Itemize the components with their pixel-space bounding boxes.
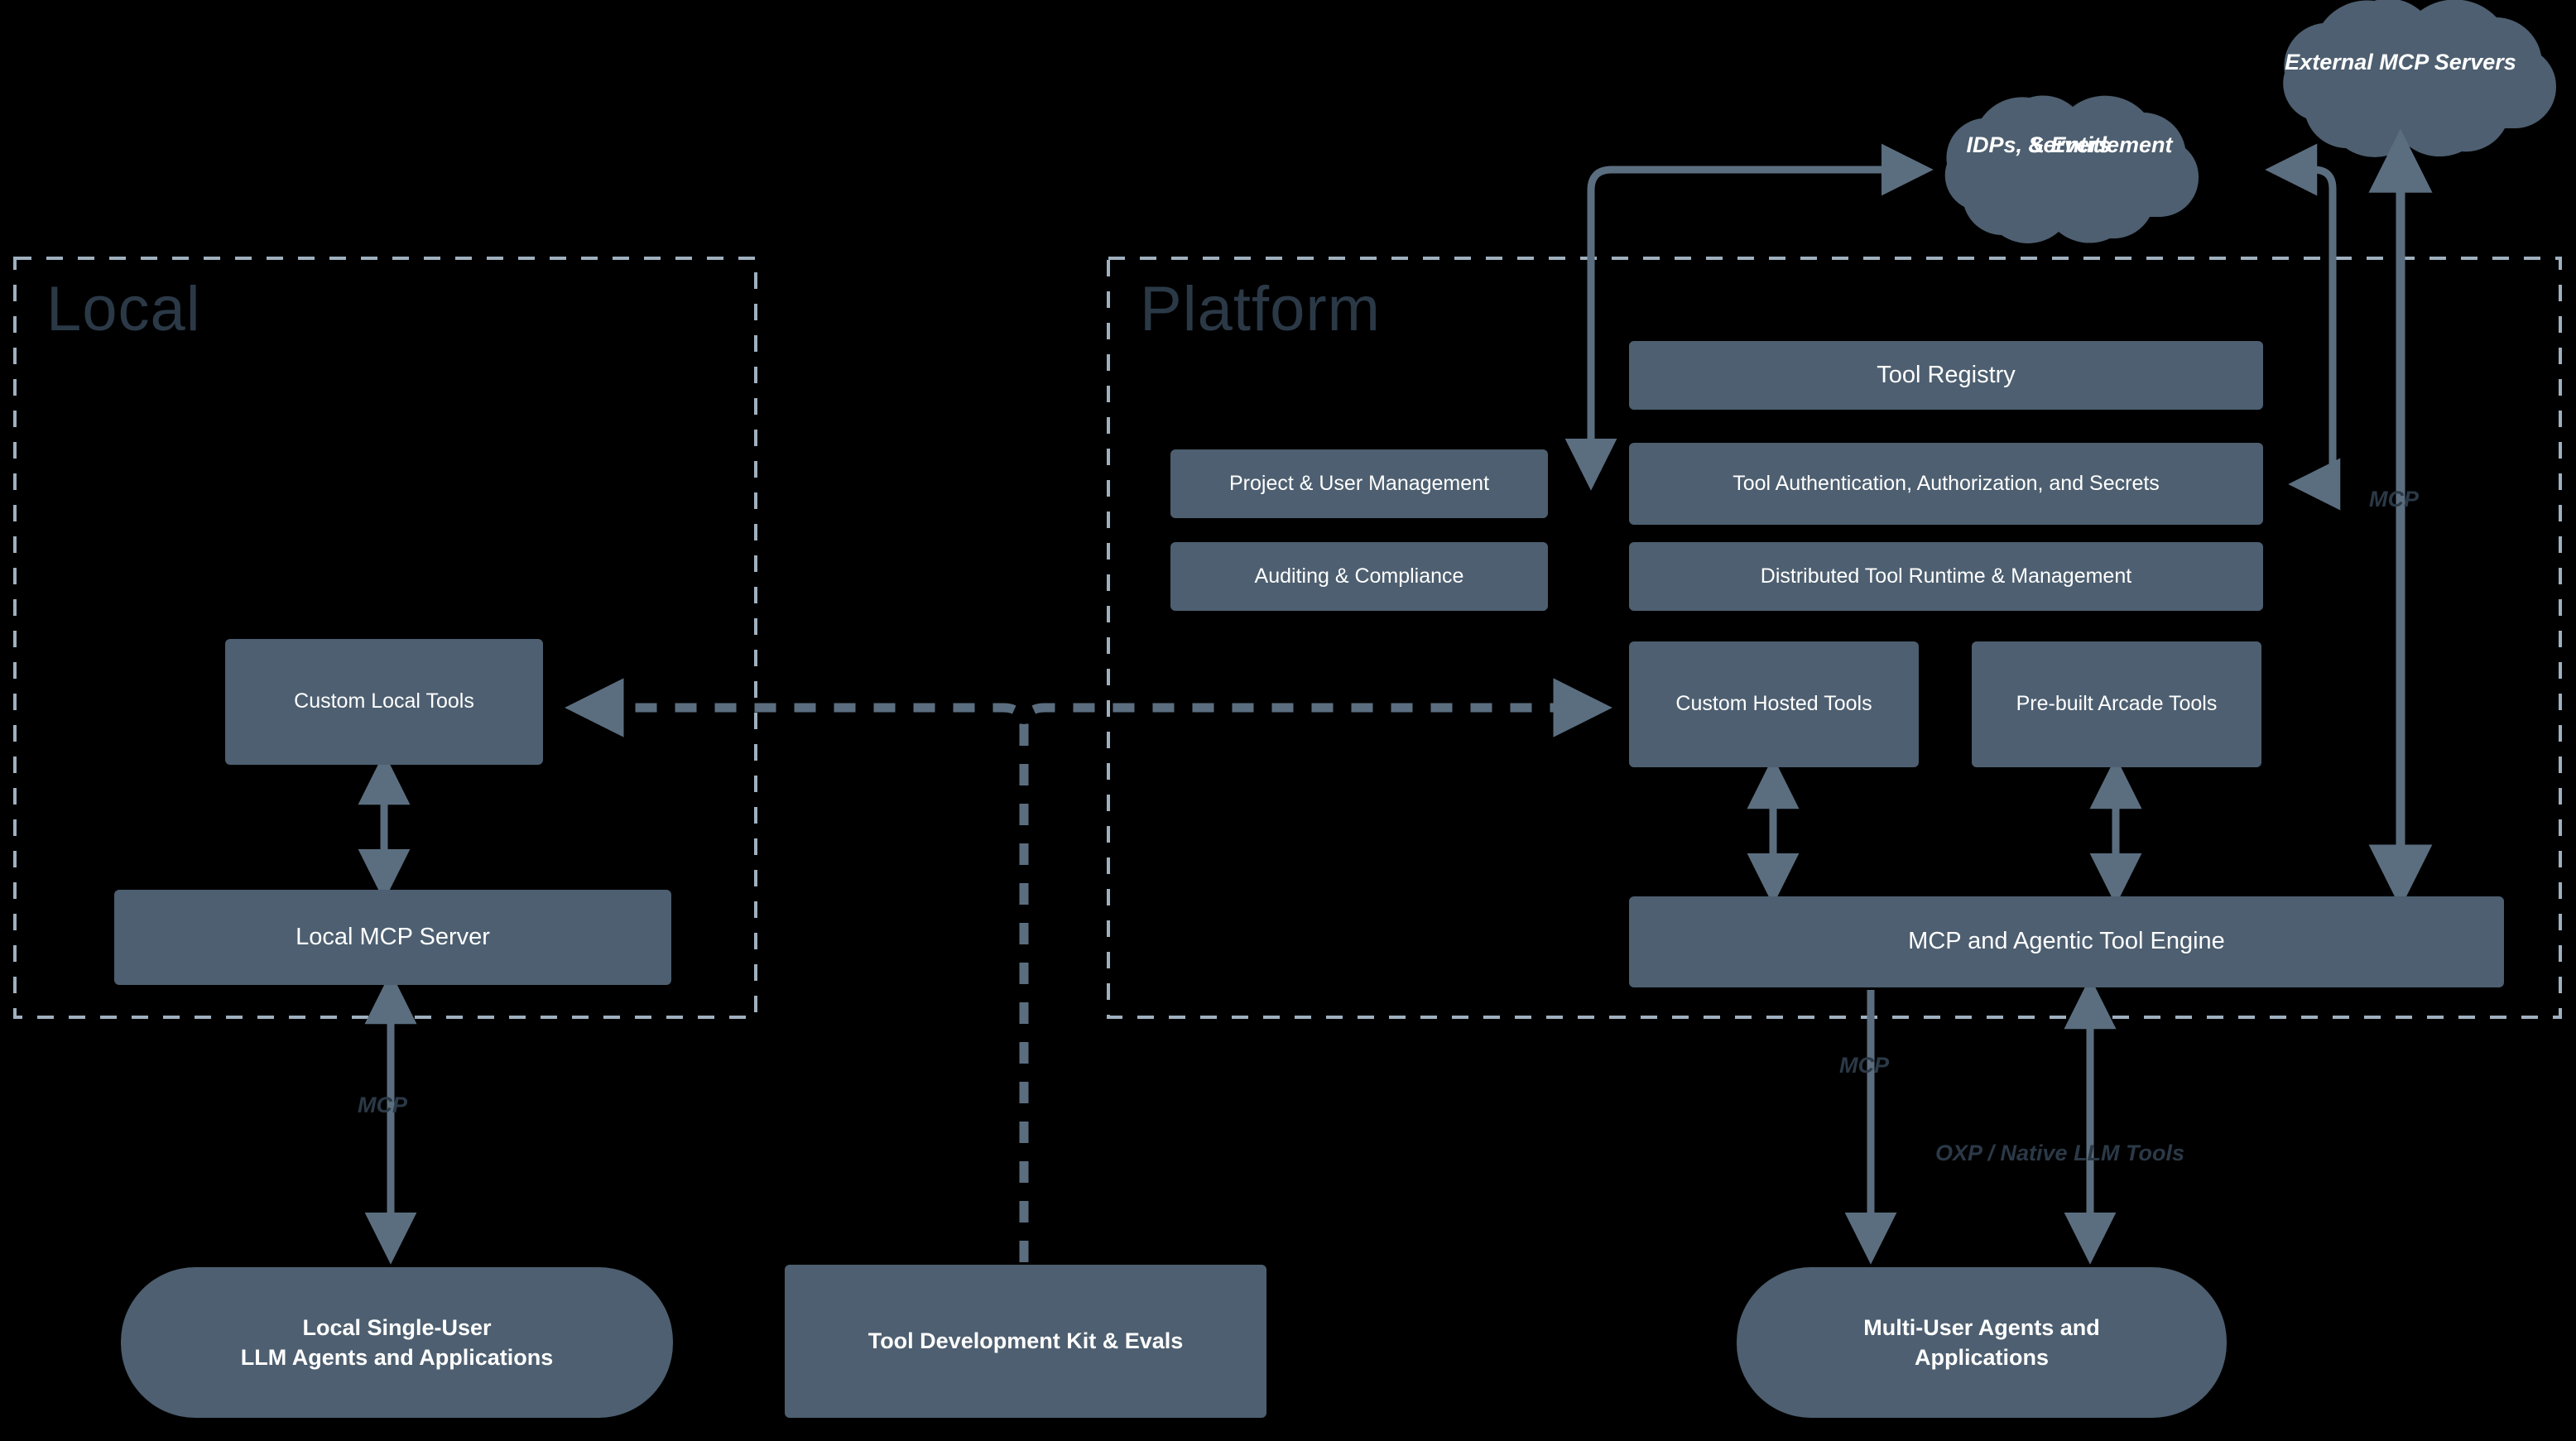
edge-tdk-to-custom-hosted-tools [1019, 678, 1612, 1262]
edge-label-mcp-external: MCP [2369, 487, 2419, 512]
node-label-project-user-management: Project & User Management [1228, 471, 1490, 495]
node-label-local-mcp-server: Local MCP Server [296, 923, 490, 950]
node-label-prebuilt-arcade-tools: Pre-built Arcade Tools [2016, 692, 2218, 716]
cloud-idps-entitlement-servers [1944, 95, 2199, 244]
cloud-external-mcp-servers [2283, 0, 2557, 157]
node-local-mcp-server[interactable]: Local MCP Server [114, 890, 671, 985]
edge-label-mcp-platform-agents: MCP [1839, 1053, 1889, 1078]
zone-title-local: Local [46, 274, 201, 344]
zone-title-platform: Platform [1140, 274, 1381, 344]
node-label-distributed-tool-runtime: Distributed Tool Runtime & Management [1760, 564, 2132, 588]
node-label-mcp-agentic-tool-engine: MCP and Agentic Tool Engine [1908, 928, 2225, 955]
edge-tool-auth-to-idps [2265, 143, 2341, 511]
node-label-custom-local-tools: Custom Local Tools [294, 689, 474, 713]
consumer-label-local-agents-line1: Local Single-User [302, 1314, 492, 1340]
node-label-custom-hosted-tools: Custom Hosted Tools [1675, 692, 1872, 716]
consumer-tool-development-kit[interactable]: Tool Development Kit & Evals [785, 1265, 1266, 1418]
cloud-text-idps-line1: IDPs, & Entitlement [1966, 132, 2173, 157]
edge-label-oxp-native-llm-tools: OXP / Native LLM Tools [1935, 1141, 2185, 1165]
node-tool-registry[interactable]: Tool Registry [1629, 341, 2263, 410]
node-auditing-compliance[interactable]: Auditing & Compliance [1170, 542, 1548, 611]
consumer-label-tool-development-kit: Tool Development Kit & Evals [867, 1328, 1184, 1354]
consumer-label-multi-user-line2: Applications [1914, 1345, 2049, 1370]
consumer-local-single-user-agents[interactable]: Local Single-User LLM Agents and Applica… [121, 1267, 673, 1418]
edge-label-mcp-local: MCP [358, 1093, 407, 1117]
node-distributed-tool-runtime[interactable]: Distributed Tool Runtime & Management [1629, 542, 2263, 611]
consumer-multi-user-agents[interactable]: Multi-User Agents and Applications [1737, 1267, 2227, 1418]
node-custom-hosted-tools[interactable]: Custom Hosted Tools [1629, 641, 1919, 767]
node-project-user-management[interactable]: Project & User Management [1170, 449, 1548, 518]
node-mcp-agentic-tool-engine[interactable]: MCP and Agentic Tool Engine [1629, 896, 2504, 987]
consumer-label-local-agents-line2: LLM Agents and Applications [240, 1345, 554, 1370]
edge-tdk-to-custom-local-tools [565, 678, 1029, 1262]
node-label-auditing-compliance: Auditing & Compliance [1254, 564, 1464, 588]
cloud-label-idps-entitlement-servers: IDPs, & Entitlement Servers [1904, 131, 2235, 160]
node-custom-local-tools[interactable]: Custom Local Tools [225, 639, 543, 765]
cloud-text-idps-line2: Servers [2028, 132, 2111, 157]
node-prebuilt-arcade-tools[interactable]: Pre-built Arcade Tools [1972, 641, 2261, 767]
node-label-tool-authentication: Tool Authentication, Authorization, and … [1733, 471, 2160, 495]
node-label-tool-registry: Tool Registry [1877, 361, 2016, 388]
edge-project-user-to-idps [1564, 143, 1934, 491]
node-tool-authentication[interactable]: Tool Authentication, Authorization, and … [1629, 443, 2263, 525]
consumer-label-multi-user-line1: Multi-User Agents and [1863, 1314, 2100, 1340]
